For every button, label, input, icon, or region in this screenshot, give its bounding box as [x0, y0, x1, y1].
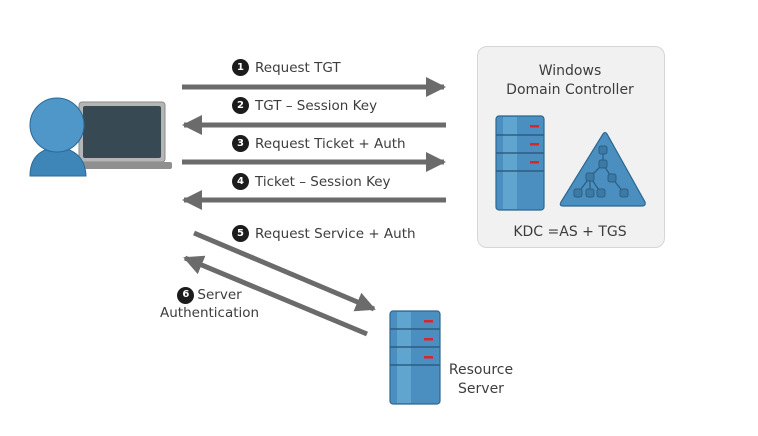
- dc-title-line-2: Domain Controller: [506, 82, 634, 98]
- step-4-label: 4 Ticket – Session Key: [232, 173, 391, 190]
- step-text-line-2: Authentication: [160, 305, 260, 321]
- dc-title-line-1: Windows: [538, 63, 602, 79]
- step-2-label: 2 TGT – Session Key: [232, 97, 377, 114]
- user-laptop-icon: [29, 97, 172, 177]
- user-head: [29, 97, 85, 153]
- arrow-step-6: [183, 255, 368, 337]
- step-text: Request Service + Auth: [255, 225, 416, 242]
- laptop-screen: [83, 106, 161, 158]
- step-text: TGT – Session Key: [255, 97, 378, 114]
- indicator-light: [424, 320, 433, 323]
- step-3-label: 3 Request Ticket + Auth: [232, 135, 406, 152]
- resource-server-icon: [389, 310, 441, 405]
- step-text: Request TGT: [255, 59, 341, 76]
- step-5-label: 5 Request Service + Auth: [232, 225, 416, 242]
- indicator-light: [530, 161, 539, 164]
- step-number-badge: 1: [232, 59, 249, 76]
- arrow-step-5: [193, 230, 376, 312]
- resource-label-line-1: Resource: [448, 362, 514, 378]
- kdc-caption: KDC =AS + TGS: [513, 224, 627, 240]
- indicator-light: [424, 338, 433, 341]
- indicator-light: [530, 125, 539, 128]
- step-1-label: 1 Request TGT: [232, 59, 341, 76]
- resource-server-label: Resource Server: [436, 361, 526, 399]
- domain-controller-title: Windows Domain Controller: [477, 62, 663, 100]
- step-text: Request Ticket + Auth: [255, 135, 406, 152]
- domain-controller-panel: [477, 46, 665, 248]
- indicator-light: [530, 143, 539, 146]
- step-number-badge: 4: [232, 173, 249, 190]
- step-6-label: 6 Server Authentication: [160, 286, 259, 322]
- step-number-badge: 6: [177, 286, 195, 304]
- resource-label-line-2: Server: [458, 381, 504, 397]
- step-text-line-1: Server: [197, 287, 242, 303]
- step-number-badge: 2: [232, 97, 249, 114]
- step-text: Ticket – Session Key: [255, 173, 391, 190]
- laptop-base: [76, 162, 172, 169]
- step-number-badge: 3: [232, 135, 249, 152]
- server-icon: [495, 115, 545, 211]
- step-number-badge: 5: [232, 225, 249, 242]
- directory-tree-icon: [559, 131, 646, 207]
- indicator-light: [424, 356, 433, 359]
